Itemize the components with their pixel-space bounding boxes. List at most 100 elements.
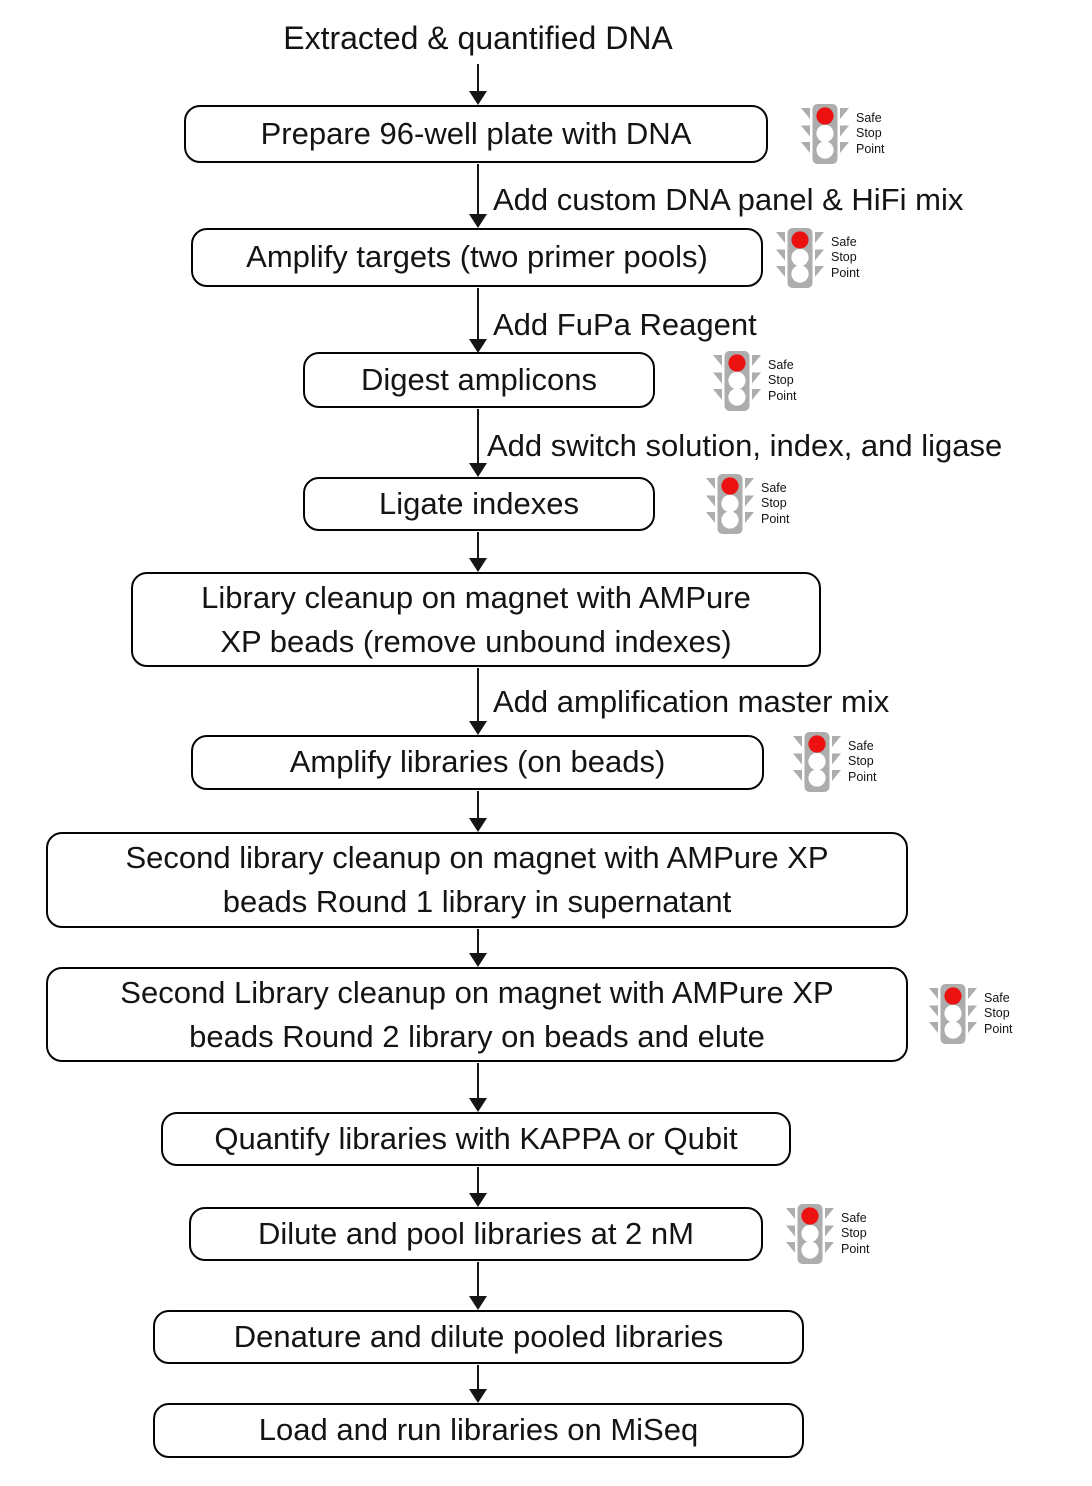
safe-stop-line: Point [761,511,790,526]
arrow-head [469,818,487,832]
safe-stop-point-label: Safe Stop Point [831,235,860,282]
arrow-shaft [477,532,479,558]
safe-stop-line: Safe [856,110,882,125]
safe-stop-point-indicator: Safe Stop Point [712,350,797,412]
safe-stop-point-indicator: Safe Stop Point [928,983,1013,1045]
arrow-step-label: Add amplification master mix [493,684,890,719]
flow-arrow [469,1365,487,1403]
arrow-head [469,1193,487,1207]
arrow-shaft [477,288,479,339]
flow-step-label: Dilute and pool libraries at 2 nM [258,1215,694,1251]
traffic-light-icon [793,732,841,792]
safe-stop-point-indicator: Safe Stop Point [705,473,790,535]
safe-stop-line: Safe [761,480,787,495]
flow-arrow [469,929,487,967]
safe-stop-line: Stop [768,373,794,388]
arrow-shaft [477,668,479,721]
flow-arrow [469,1167,487,1207]
flow-step-second-cleanup-round2: Second Library cleanup on magnet with AM… [46,967,908,1062]
arrow-head [469,1389,487,1403]
flow-step-label: Load and run libraries on MiSeq [258,1412,699,1448]
safe-stop-point-indicator: Safe Stop Point [792,731,877,793]
arrow-head [469,214,487,228]
flow-step-label: Amplify targets (two primer pools) [246,239,708,275]
arrow-head [469,91,487,105]
safe-stop-point-label: Safe Stop Point [856,111,885,158]
flow-arrow [469,409,487,477]
arrow-shaft [477,64,479,91]
flow-step-label: Prepare 96-well plate with DNA [260,115,692,151]
safe-stop-line: Stop [848,754,874,769]
arrow-shaft [477,1063,479,1098]
safe-stop-line: Point [984,1021,1013,1036]
flow-step-quantify-libraries: Quantify libraries with KAPPA or Qubit [161,1112,791,1166]
safe-stop-line: Stop [856,126,882,141]
arrow-head [469,1296,487,1310]
flow-step-label: Library cleanup on magnet with AMPure XP… [201,579,751,659]
traffic-light-icon [786,1204,834,1264]
safe-stop-point-indicator: Safe Stop Point [785,1203,870,1265]
flow-step-second-cleanup-round1: Second library cleanup on magnet with AM… [46,832,908,928]
diagram-title: Extracted & quantified DNA [283,20,673,56]
arrow-step-label: Add FuPa Reagent [493,307,757,342]
traffic-light-icon [776,228,824,288]
arrow-shaft [477,791,479,818]
arrow-step-label: Add switch solution, index, and ligase [487,428,1003,463]
traffic-light-icon [706,474,754,534]
safe-stop-line: Point [848,769,877,784]
flow-arrow [469,164,487,228]
arrow-step-label: Add custom DNA panel & HiFi mix [493,182,964,217]
arrow-shaft [477,1262,479,1296]
flow-step-label: Quantify libraries with KAPPA or Qubit [214,1120,738,1156]
flow-step-label: Denature and dilute pooled libraries [233,1318,724,1354]
safe-stop-line: Point [768,388,797,403]
flow-arrow [469,668,487,735]
safe-stop-line: Safe [848,738,874,753]
safe-stop-line: Stop [831,250,857,265]
flow-step-ligate-indexes: Ligate indexes [303,477,655,531]
arrow-shaft [477,164,479,214]
arrow-head [469,953,487,967]
safe-stop-line: Stop [761,496,787,511]
flow-arrow [469,791,487,832]
arrow-shaft [477,1365,479,1389]
traffic-light-icon [801,104,849,164]
arrow-head [469,339,487,353]
flow-step-library-cleanup: Library cleanup on magnet with AMPure XP… [131,572,821,667]
safe-stop-point-label: Safe Stop Point [848,739,877,786]
safe-stop-line: Point [856,141,885,156]
safe-stop-point-label: Safe Stop Point [984,991,1013,1038]
safe-stop-line: Point [831,265,860,280]
safe-stop-point-label: Safe Stop Point [841,1211,870,1258]
flow-arrow [469,64,487,105]
flow-step-digest-amplicons: Digest amplicons [303,352,655,408]
traffic-light-icon [713,351,761,411]
safe-stop-point-indicator: Safe Stop Point [775,227,860,289]
arrow-head [469,721,487,735]
flow-step-amplify-targets: Amplify targets (two primer pools) [191,228,763,287]
flow-arrow [469,532,487,572]
flow-step-denature-dilute: Denature and dilute pooled libraries [153,1310,804,1364]
safe-stop-point-indicator: Safe Stop Point [800,103,885,165]
flow-step-label: Ligate indexes [379,485,579,521]
arrow-head [469,558,487,572]
flow-step-label: Digest amplicons [360,361,598,397]
flow-step-label: Second Library cleanup on magnet with AM… [120,974,834,1054]
safe-stop-line: Safe [984,990,1010,1005]
arrow-head [469,463,487,477]
arrow-shaft [477,1167,479,1193]
flow-step-prepare-plate: Prepare 96-well plate with DNA [184,105,768,163]
flow-step-label: Second library cleanup on magnet with AM… [125,840,829,919]
safe-stop-line: Point [841,1241,870,1256]
flow-step-amplify-libraries: Amplify libraries (on beads) [191,735,764,790]
flow-step-label: Amplify libraries (on beads) [289,744,666,780]
safe-stop-line: Safe [841,1210,867,1225]
traffic-light-icon [929,984,977,1044]
flow-step-load-run-miseq: Load and run libraries on MiSeq [153,1403,804,1458]
arrow-shaft [477,929,479,953]
flow-arrow [469,1262,487,1310]
arrow-head [469,1098,487,1112]
safe-stop-line: Stop [984,1006,1010,1021]
arrow-shaft [477,409,479,463]
